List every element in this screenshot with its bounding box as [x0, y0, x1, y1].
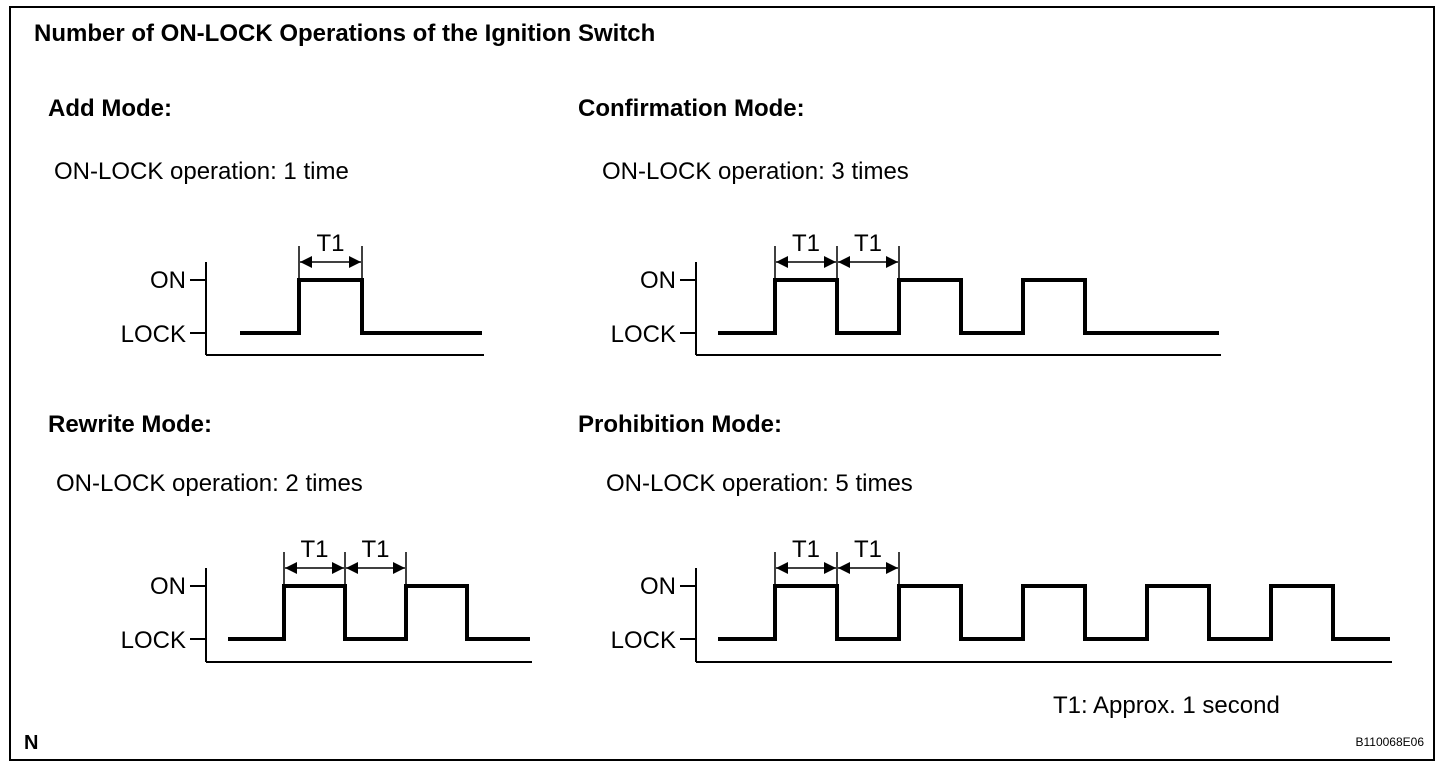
confirmation-mode-operation: ON-LOCK operation: 3 times [602, 158, 909, 185]
t1-note: T1: Approx. 1 second [1053, 692, 1280, 719]
figure-frame [9, 6, 1435, 761]
add-mode-operation: ON-LOCK operation: 1 time [54, 158, 349, 185]
prohibition-t1-label: T1 [854, 536, 882, 563]
rewrite-mode-heading: Rewrite Mode: [48, 411, 213, 438]
rewrite-t1-label: T1 [361, 536, 389, 563]
rewrite-t1-label: T1 [300, 536, 328, 563]
corner-mark: N [24, 732, 39, 754]
rewrite-lock-label: LOCK [121, 627, 186, 654]
add-lock-label: LOCK [121, 321, 186, 348]
confirmation-lock-label: LOCK [611, 321, 676, 348]
confirmation-on-label: ON [640, 267, 676, 294]
prohibition-mode-heading: Prohibition Mode: [578, 411, 782, 438]
figure-title: Number of ON-LOCK Operations of the Igni… [34, 20, 656, 47]
confirmation-signal-waveform [718, 278, 1219, 335]
confirmation-t1-label: T1 [854, 230, 882, 257]
prohibition-signal-waveform [718, 584, 1390, 641]
prohibition-mode-operation: ON-LOCK operation: 5 times [606, 470, 913, 497]
prohibition-lock-label: LOCK [611, 627, 676, 654]
confirmation-mode-heading: Confirmation Mode: [578, 95, 805, 122]
rewrite-signal-waveform [228, 584, 530, 641]
add-mode-heading: Add Mode: [48, 95, 172, 122]
rewrite-mode-operation: ON-LOCK operation: 2 times [56, 470, 363, 497]
prohibition-t1-label: T1 [792, 536, 820, 563]
prohibition-on-label: ON [640, 573, 676, 600]
confirmation-t1-label: T1 [792, 230, 820, 257]
rewrite-on-label: ON [150, 573, 186, 600]
add-t1-label: T1 [316, 230, 344, 257]
figure-id: B110068E06 [1355, 735, 1424, 749]
add-on-label: ON [150, 267, 186, 294]
add-signal-waveform [240, 278, 482, 335]
